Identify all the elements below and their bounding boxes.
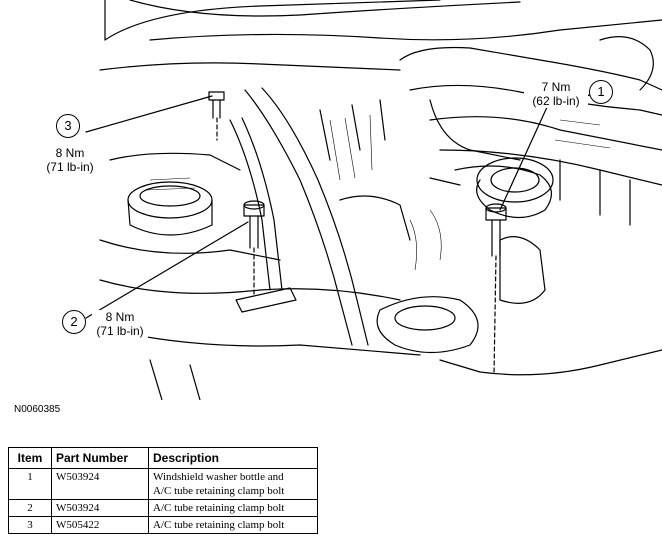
row-1-item: 1: [8, 468, 52, 500]
row-3-description: A/C tube retaining clamp bolt: [148, 516, 318, 534]
callout-3-badge: 3: [56, 114, 80, 138]
callout-3-torque-nm: 8 Nm: [55, 146, 85, 160]
parts-table-header: Item Part Number Description: [8, 447, 318, 469]
callout-2-torque-lbin: (71 lb-in): [96, 324, 144, 338]
figure-id: N0060385: [14, 404, 61, 415]
row-1-description-line1: Windshield washer bottle and: [153, 471, 284, 483]
table-row: 2 W503924 A/C tube retaining clamp bolt: [8, 499, 318, 517]
row-2-description: A/C tube retaining clamp bolt: [148, 499, 318, 517]
table-row: 3 W505422 A/C tube retaining clamp bolt: [8, 516, 318, 534]
row-3-part-number: W505422: [51, 516, 149, 534]
row-1-description: Windshield washer bottle and A/C tube re…: [148, 468, 318, 500]
row-2-part-number: W503924: [51, 499, 149, 517]
callout-3-torque: 8 Nm (71 lb-in): [42, 146, 98, 174]
callout-2-badge: 2: [62, 310, 86, 334]
header-part-number: Part Number: [51, 447, 149, 469]
engine-compartment-illustration: [85, 0, 662, 400]
callout-1-badge: 1: [589, 80, 613, 104]
header-item: Item: [8, 447, 52, 469]
callout-2-torque-nm: 8 Nm: [105, 310, 135, 324]
callout-2-torque: 8 Nm (71 lb-in): [92, 310, 148, 338]
row-1-description-line2: A/C tube retaining clamp bolt: [153, 485, 285, 497]
callout-1-torque-lbin: (62 lb-in): [532, 94, 580, 108]
callout-1-torque-nm: 7 Nm: [541, 80, 571, 94]
row-3-item: 3: [8, 516, 52, 534]
row-1-part-number: W503924: [51, 468, 149, 500]
parts-table: Item Part Number Description 1 W503924 W…: [8, 447, 318, 534]
callout-1-torque: 7 Nm (62 lb-in): [524, 80, 588, 108]
callout-3-torque-lbin: (71 lb-in): [46, 160, 94, 174]
table-row: 1 W503924 Windshield washer bottle and A…: [8, 468, 318, 500]
header-description: Description: [148, 447, 318, 469]
row-2-item: 2: [8, 499, 52, 517]
